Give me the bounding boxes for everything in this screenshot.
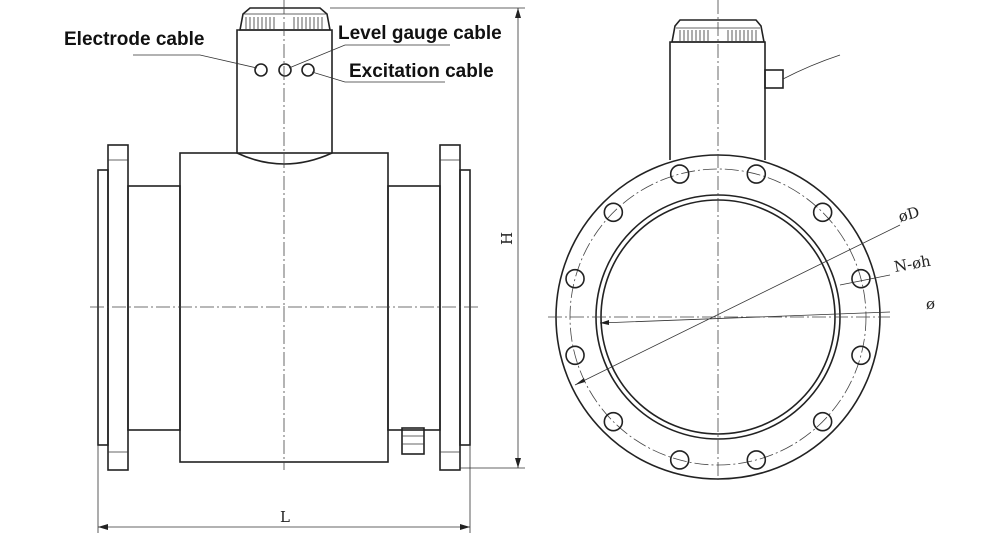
bolt-hole bbox=[669, 450, 690, 470]
ground-bolt bbox=[401, 427, 425, 455]
bolt-hole bbox=[603, 411, 624, 432]
electrode-port bbox=[254, 63, 268, 77]
bolt-hole bbox=[565, 268, 585, 289]
right-flange bbox=[439, 144, 461, 471]
excitation-port bbox=[301, 63, 315, 77]
front-cap bbox=[671, 19, 765, 43]
inner-dia-label: ø bbox=[926, 295, 935, 313]
bolt-hole bbox=[746, 450, 767, 470]
left-flange-plate bbox=[97, 169, 109, 446]
left-flange bbox=[107, 144, 129, 471]
front-view bbox=[548, 0, 901, 480]
bolt-hole bbox=[603, 202, 624, 223]
bolt-hole bbox=[746, 164, 767, 184]
left-pipe bbox=[127, 185, 181, 431]
length-dim-label: L bbox=[280, 508, 290, 526]
bolt-hole bbox=[851, 345, 871, 366]
bolt-hole bbox=[669, 164, 690, 184]
side-view bbox=[90, 0, 525, 533]
level-gauge-port bbox=[278, 63, 292, 77]
bolt-holes-label: N-øh bbox=[893, 252, 933, 276]
cable-gland bbox=[764, 69, 784, 89]
right-flange-plate bbox=[459, 169, 471, 446]
flange-dia-label: øD bbox=[896, 203, 921, 226]
bolt-hole bbox=[812, 411, 833, 432]
height-dim-label: H bbox=[498, 232, 516, 245]
converter-cap bbox=[239, 7, 331, 31]
level-gauge-cable-label: Level gauge cable bbox=[338, 23, 502, 44]
bolt-hole bbox=[812, 202, 833, 223]
right-pipe bbox=[387, 185, 441, 431]
electrode-cable-label: Electrode cable bbox=[64, 29, 204, 50]
front-neck bbox=[669, 41, 766, 160]
converter-neck bbox=[236, 29, 333, 165]
excitation-cable-label: Excitation cable bbox=[349, 61, 494, 82]
bolt-hole bbox=[565, 345, 585, 366]
